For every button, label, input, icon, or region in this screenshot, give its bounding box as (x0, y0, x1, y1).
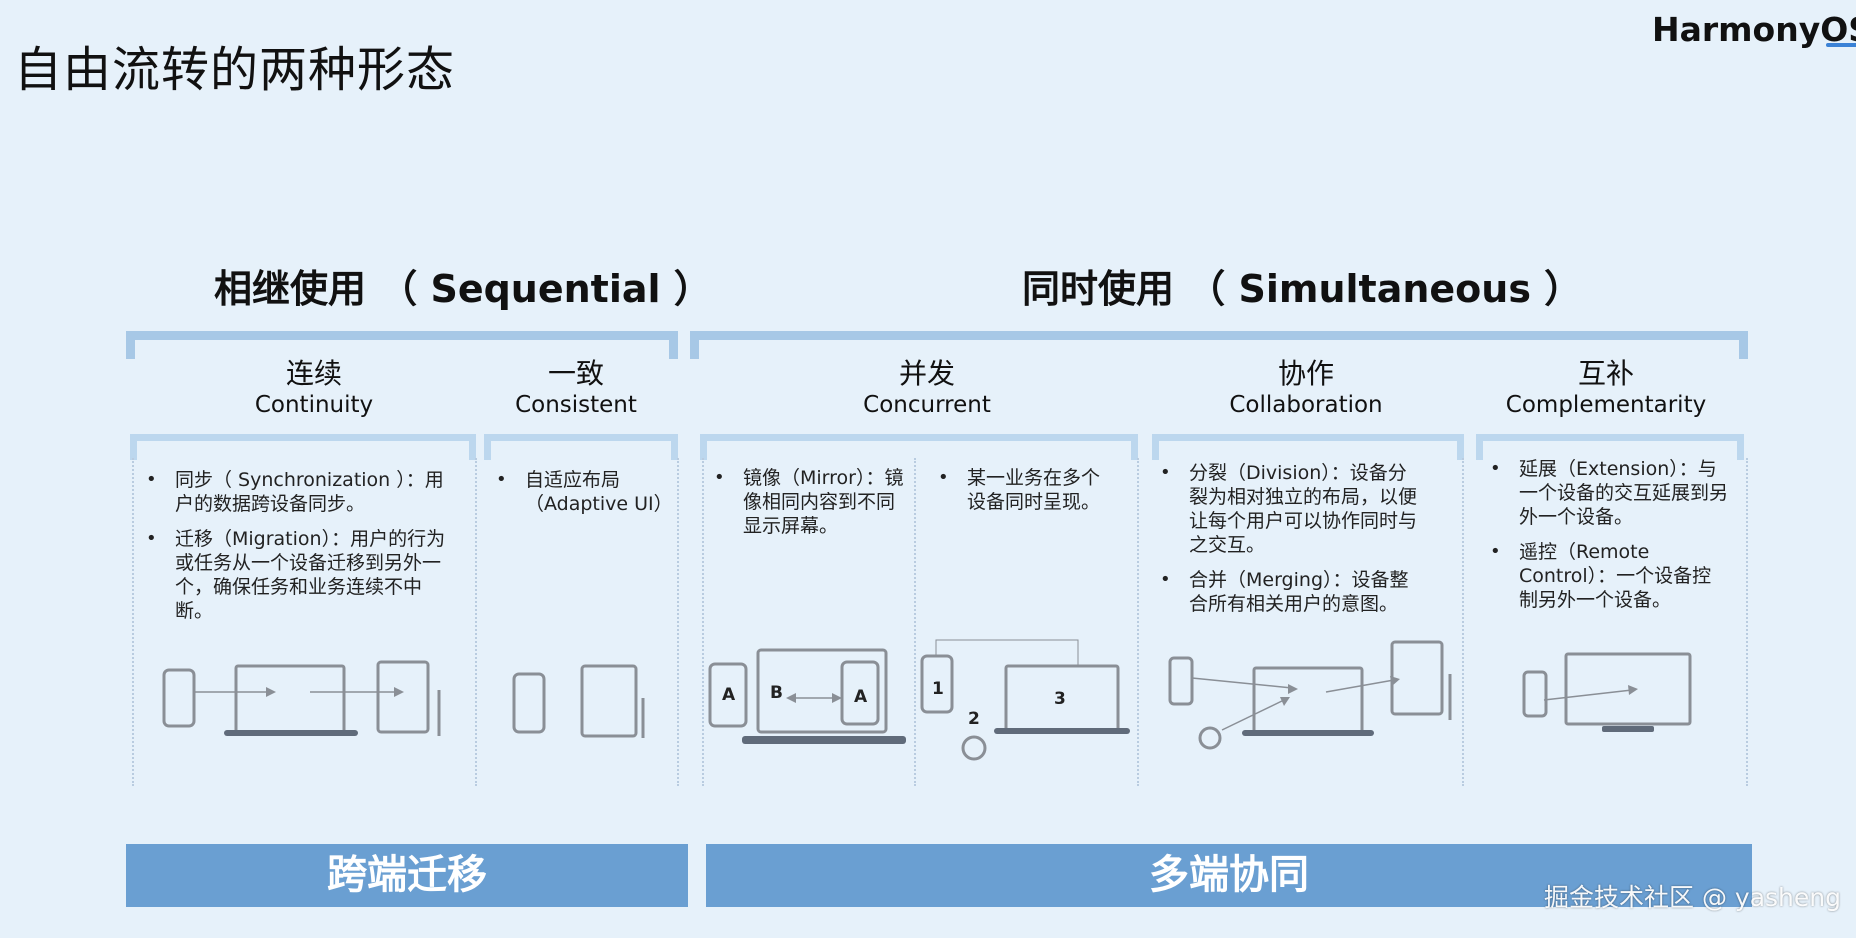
watermark: 掘金技术社区 @ yasheng (1544, 883, 1841, 912)
category-concurrent: 并发 Concurrent (700, 352, 1154, 418)
phone-icon (840, 660, 880, 726)
footer-band-cross-device-migration: 跨端迁移 (126, 844, 688, 907)
laptop-icon (1252, 666, 1364, 734)
device-label: B (770, 683, 783, 703)
column-divider (1746, 458, 1748, 786)
category-continuity: 连续 Continuity (130, 352, 498, 418)
device-label: 1 (932, 679, 944, 699)
logo-text-main: Harmony (1652, 10, 1821, 49)
collaboration-devices-illustration (1168, 640, 1452, 750)
monitor-icon (1564, 652, 1692, 726)
watch-icon (1198, 726, 1222, 750)
continuity-devices-illustration (162, 660, 441, 736)
device-label: 3 (1054, 689, 1066, 709)
phone-icon (512, 672, 546, 734)
bullet-item: 镜像（Mirror）：镜像相同内容到不同显示屏幕。 (714, 466, 904, 538)
column-divider (702, 458, 704, 786)
collaboration-bracket (1152, 434, 1464, 460)
column-divider (1462, 458, 1464, 786)
category-complementarity: 互补 Complementarity (1476, 352, 1736, 418)
continuity-bracket (130, 434, 476, 460)
complementarity-bracket (1476, 434, 1744, 460)
logo-text-os: OS (1820, 10, 1856, 49)
column-divider (914, 458, 916, 786)
phone-icon (920, 654, 954, 714)
concurrent-bullets-right: 某一业务在多个设备同时呈现。 (938, 466, 1118, 525)
sequential-bracket (126, 331, 678, 359)
group-title-simultaneous: 同时使用 （ Simultaneous ） (1022, 267, 1583, 311)
phone-icon (708, 662, 748, 728)
category-en: Complementarity (1505, 392, 1707, 418)
bullet-item: 同步（ Synchronization ）：用户的数据跨设备同步。 (146, 468, 448, 516)
category-zh: 协作 (1277, 357, 1334, 390)
simultaneous-bracket (690, 331, 1748, 359)
column-divider (677, 458, 679, 786)
category-collaboration: 协作 Collaboration (1150, 352, 1462, 418)
watch-icon (961, 735, 987, 761)
category-zh: 并发 (898, 357, 955, 390)
complementarity-bullets: 延展（Extension）：与一个设备的交互延展到另外一个设备。 遥控（Remo… (1490, 457, 1728, 623)
category-en: Collaboration (1229, 392, 1383, 418)
consistent-devices-illustration (512, 664, 645, 738)
bullet-item: 合并（Merging）：设备整合所有相关用户的意图。 (1160, 568, 1422, 616)
group-title-sequential: 相继使用 （ Sequential ） (214, 267, 712, 311)
category-en: Consistent (515, 392, 637, 418)
bullet-item: 某一业务在多个设备同时呈现。 (938, 466, 1118, 514)
tablet-icon (1390, 640, 1444, 716)
phone-icon (1168, 656, 1194, 706)
category-en: Continuity (254, 392, 374, 418)
continuity-bullets: 同步（ Synchronization ）：用户的数据跨设备同步。 迁移（Mig… (146, 468, 448, 634)
category-consistent: 一致 Consistent (480, 352, 672, 418)
bullet-item: 延展（Extension）：与一个设备的交互延展到另外一个设备。 (1490, 457, 1728, 529)
bullet-item: 迁移（Migration）：用户的行为或任务从一个设备迁移到另外一个，确保任务和… (146, 527, 448, 623)
complementarity-devices-illustration (1522, 652, 1692, 732)
column-divider (475, 458, 477, 786)
bullet-item: 自适应布局（Adaptive UI） (496, 468, 673, 516)
concurrent-devices-illustration: 1 2 3 (920, 639, 1130, 761)
category-zh: 连续 (285, 357, 342, 390)
concurrent-bullets-left: 镜像（Mirror）：镜像相同内容到不同显示屏幕。 (714, 466, 904, 549)
phone-icon (1522, 670, 1548, 718)
harmonyos-logo: HarmonyOS (1652, 10, 1856, 49)
tablet-icon (376, 660, 430, 734)
bullet-item: 遥控（Remote Control）：一个设备控制另外一个设备。 (1490, 540, 1728, 612)
consistent-bullets: 自适应布局（Adaptive UI） (496, 468, 673, 527)
device-label: 2 (968, 709, 980, 729)
category-en: Concurrent (863, 392, 991, 418)
concurrent-bracket (700, 434, 1138, 460)
footer-band-multi-device-collaboration: 多端协同 (706, 844, 1752, 907)
device-label: A (722, 685, 736, 705)
category-zh: 一致 (547, 357, 604, 390)
column-divider (1137, 458, 1139, 786)
mirror-devices-illustration: A B A (708, 648, 906, 744)
phone-icon (162, 668, 196, 728)
device-label: A (854, 687, 868, 707)
column-divider (132, 458, 134, 786)
page-title: 自由流转的两种形态 (14, 42, 456, 98)
collaboration-bullets: 分裂（Division）：设备分裂为相对独立的布局，以便让每个用户可以协作同时与… (1160, 461, 1422, 627)
tablet-icon (580, 664, 638, 738)
category-zh: 互补 (1577, 357, 1634, 390)
laptop-icon (756, 648, 888, 734)
bullet-item: 分裂（Division）：设备分裂为相对独立的布局，以便让每个用户可以协作同时与… (1160, 461, 1422, 557)
consistent-bracket (484, 434, 678, 460)
laptop-icon (234, 664, 346, 734)
